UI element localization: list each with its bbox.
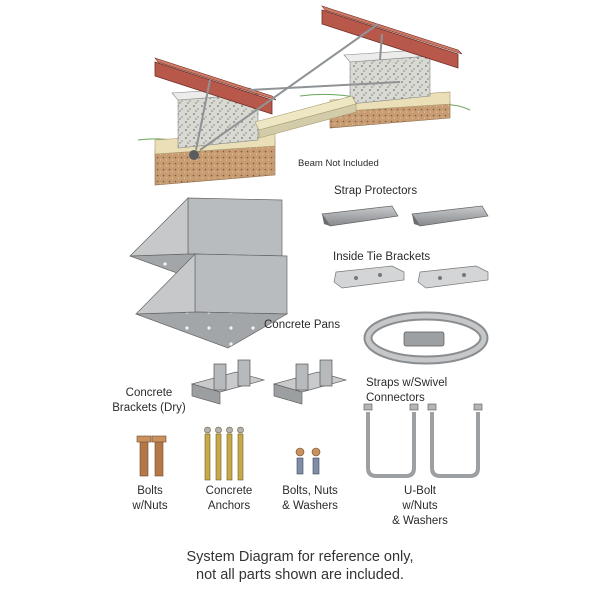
diagram-caption: System Diagram for reference only, not a… bbox=[0, 548, 600, 584]
concrete-anchor-parts bbox=[204, 426, 244, 481]
bolts-label-line1: Bolts bbox=[137, 485, 163, 497]
beam-not-included-label: Beam Not Included bbox=[298, 158, 379, 169]
concrete-brackets-label-line2: Brackets (Dry) bbox=[112, 402, 186, 414]
concrete-anchors-label-line1: Concrete bbox=[205, 485, 253, 497]
concrete-bracket-parts bbox=[190, 359, 348, 405]
u-bolt-label-line3: & Washers bbox=[392, 515, 448, 527]
concrete-anchors-label-line2: Anchors bbox=[207, 500, 251, 512]
i-beams bbox=[154, 5, 463, 115]
bolts-nuts-washers-label-line2: & Washers bbox=[282, 500, 338, 512]
concrete-brackets-label-line1: Concrete bbox=[125, 387, 173, 399]
bolts-nuts-washers-label: Bolts, Nuts & Washers bbox=[270, 484, 350, 514]
inside-tie-brackets-label: Inside Tie Brackets bbox=[333, 251, 431, 263]
bolts-nuts-washers-parts bbox=[295, 447, 321, 475]
concrete-brackets-label: Concrete Brackets (Dry) bbox=[104, 386, 194, 416]
caption-line2: not all parts shown are included. bbox=[196, 567, 404, 583]
inside-tie-bracket-parts bbox=[333, 265, 489, 289]
concrete-anchors-label: Concrete Anchors bbox=[196, 484, 262, 514]
bolts-label-line2: w/Nuts bbox=[132, 500, 168, 512]
left-pier bbox=[154, 87, 276, 186]
u-bolt-label-line2: w/Nuts bbox=[402, 500, 438, 512]
right-pier bbox=[329, 49, 451, 129]
strap-coil-part bbox=[363, 311, 489, 365]
bolts-label: Bolts w/Nuts bbox=[122, 484, 178, 514]
u-bolt-label: U-Bolt w/Nuts & Washers bbox=[380, 484, 460, 529]
u-bolt-label-line1: U-Bolt bbox=[404, 485, 436, 497]
swivel-connector-icon bbox=[189, 150, 199, 160]
strap-protector-parts bbox=[321, 205, 489, 227]
straps-label: Straps w/Swivel Connectors bbox=[366, 376, 447, 406]
u-bolt-nuts bbox=[363, 403, 483, 411]
caption-line1: System Diagram for reference only, bbox=[186, 549, 414, 565]
diagonal-straps bbox=[195, 23, 401, 151]
strap-protectors-label: Strap Protectors bbox=[334, 185, 418, 197]
bolts-with-nuts-parts bbox=[136, 435, 167, 477]
concrete-pan-parts bbox=[129, 197, 289, 349]
concrete-pans-label: Concrete Pans bbox=[264, 319, 341, 331]
straps-label-line1: Straps w/Swivel bbox=[366, 377, 448, 389]
bolts-nuts-washers-label-line1: Bolts, Nuts bbox=[282, 485, 338, 497]
u-bolt-parts bbox=[366, 412, 480, 478]
foundation-system-diagram bbox=[137, 5, 471, 186]
straps-label-line2: Connectors bbox=[366, 392, 425, 404]
